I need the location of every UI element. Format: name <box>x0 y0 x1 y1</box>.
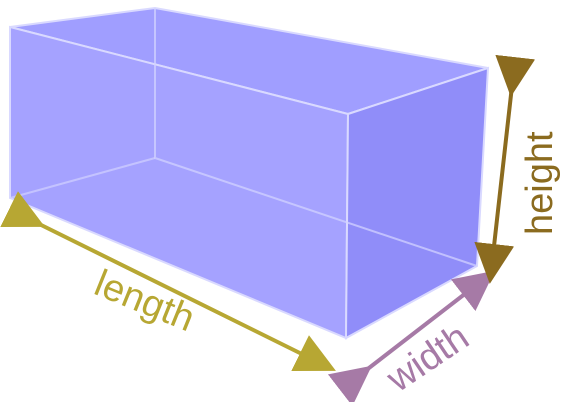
width-arrow <box>327 270 495 402</box>
height-label: height <box>519 131 561 235</box>
box-side-face <box>344 66 490 340</box>
length-arrow <box>0 191 336 372</box>
height-dimension: height <box>474 54 561 284</box>
height-arrow <box>474 54 536 284</box>
width-label: width <box>379 316 477 401</box>
box-group <box>9 6 490 340</box>
